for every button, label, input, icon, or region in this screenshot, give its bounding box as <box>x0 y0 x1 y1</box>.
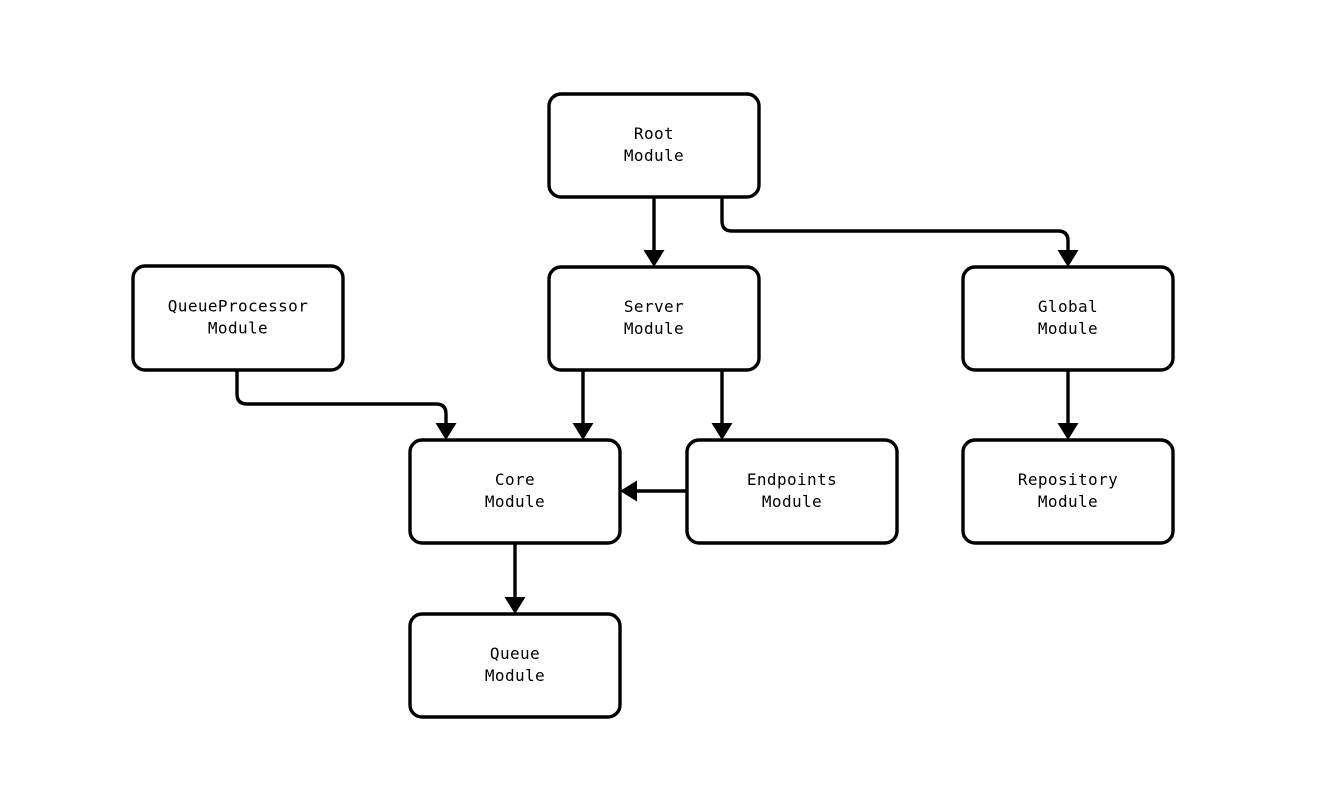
edge-endpoints-core <box>620 480 687 502</box>
edges-layer <box>235 197 1079 614</box>
node-label-line1-global: Global <box>1038 297 1098 316</box>
node-label-line2-root: Module <box>624 146 684 165</box>
edge-queueprocessor-core <box>235 370 457 440</box>
arrowhead-icon-core-queue <box>504 597 526 614</box>
node-box-server[interactable] <box>547 265 761 372</box>
node-box-repository[interactable] <box>961 438 1175 545</box>
node-label-line2-endpoints: Module <box>762 492 822 511</box>
arrowhead-icon-server-core <box>572 423 594 440</box>
edge-line-root-global <box>720 197 1070 252</box>
nodes-layer: RootModuleQueueProcessorModuleServerModu… <box>131 92 1175 719</box>
edge-line-queueprocessor-core <box>235 370 448 425</box>
edge-root-server <box>643 197 665 267</box>
edge-server-endpoints <box>711 370 733 440</box>
node-label-line1-endpoints: Endpoints <box>747 470 837 489</box>
edge-root-global <box>720 197 1079 267</box>
node-label-line1-core: Core <box>495 470 535 489</box>
edge-server-core <box>572 370 594 440</box>
node-label-line2-queue: Module <box>485 666 545 685</box>
node-label-line1-root: Root <box>634 124 674 143</box>
node-box-queueprocessor[interactable] <box>131 264 345 372</box>
node-label-line1-server: Server <box>624 297 684 316</box>
edge-core-queue <box>504 543 526 614</box>
node-label-line2-server: Module <box>624 319 684 338</box>
node-box-endpoints[interactable] <box>685 438 899 545</box>
arrowhead-icon-global-repository <box>1057 423 1079 440</box>
arrowhead-icon-root-global <box>1057 250 1079 267</box>
node-label-line1-queue: Queue <box>490 644 540 663</box>
node-box-global[interactable] <box>961 265 1175 372</box>
node-label-line2-repository: Module <box>1038 492 1098 511</box>
node-label-line2-queueprocessor: Module <box>208 319 268 338</box>
arrowhead-icon-queueprocessor-core <box>435 423 457 440</box>
node-box-core[interactable] <box>408 438 622 545</box>
node-label-line2-core: Module <box>485 492 545 511</box>
node-label-line2-global: Module <box>1038 319 1098 338</box>
arrowhead-icon-endpoints-core <box>620 480 637 502</box>
node-box-root[interactable] <box>547 92 761 199</box>
node-box-queue[interactable] <box>408 612 622 719</box>
node-label-line1-repository: Repository <box>1018 470 1118 489</box>
node-label-line1-queueprocessor: QueueProcessor <box>168 297 308 316</box>
edge-global-repository <box>1057 370 1079 440</box>
arrowhead-icon-root-server <box>643 250 665 267</box>
arrowhead-icon-server-endpoints <box>711 423 733 440</box>
